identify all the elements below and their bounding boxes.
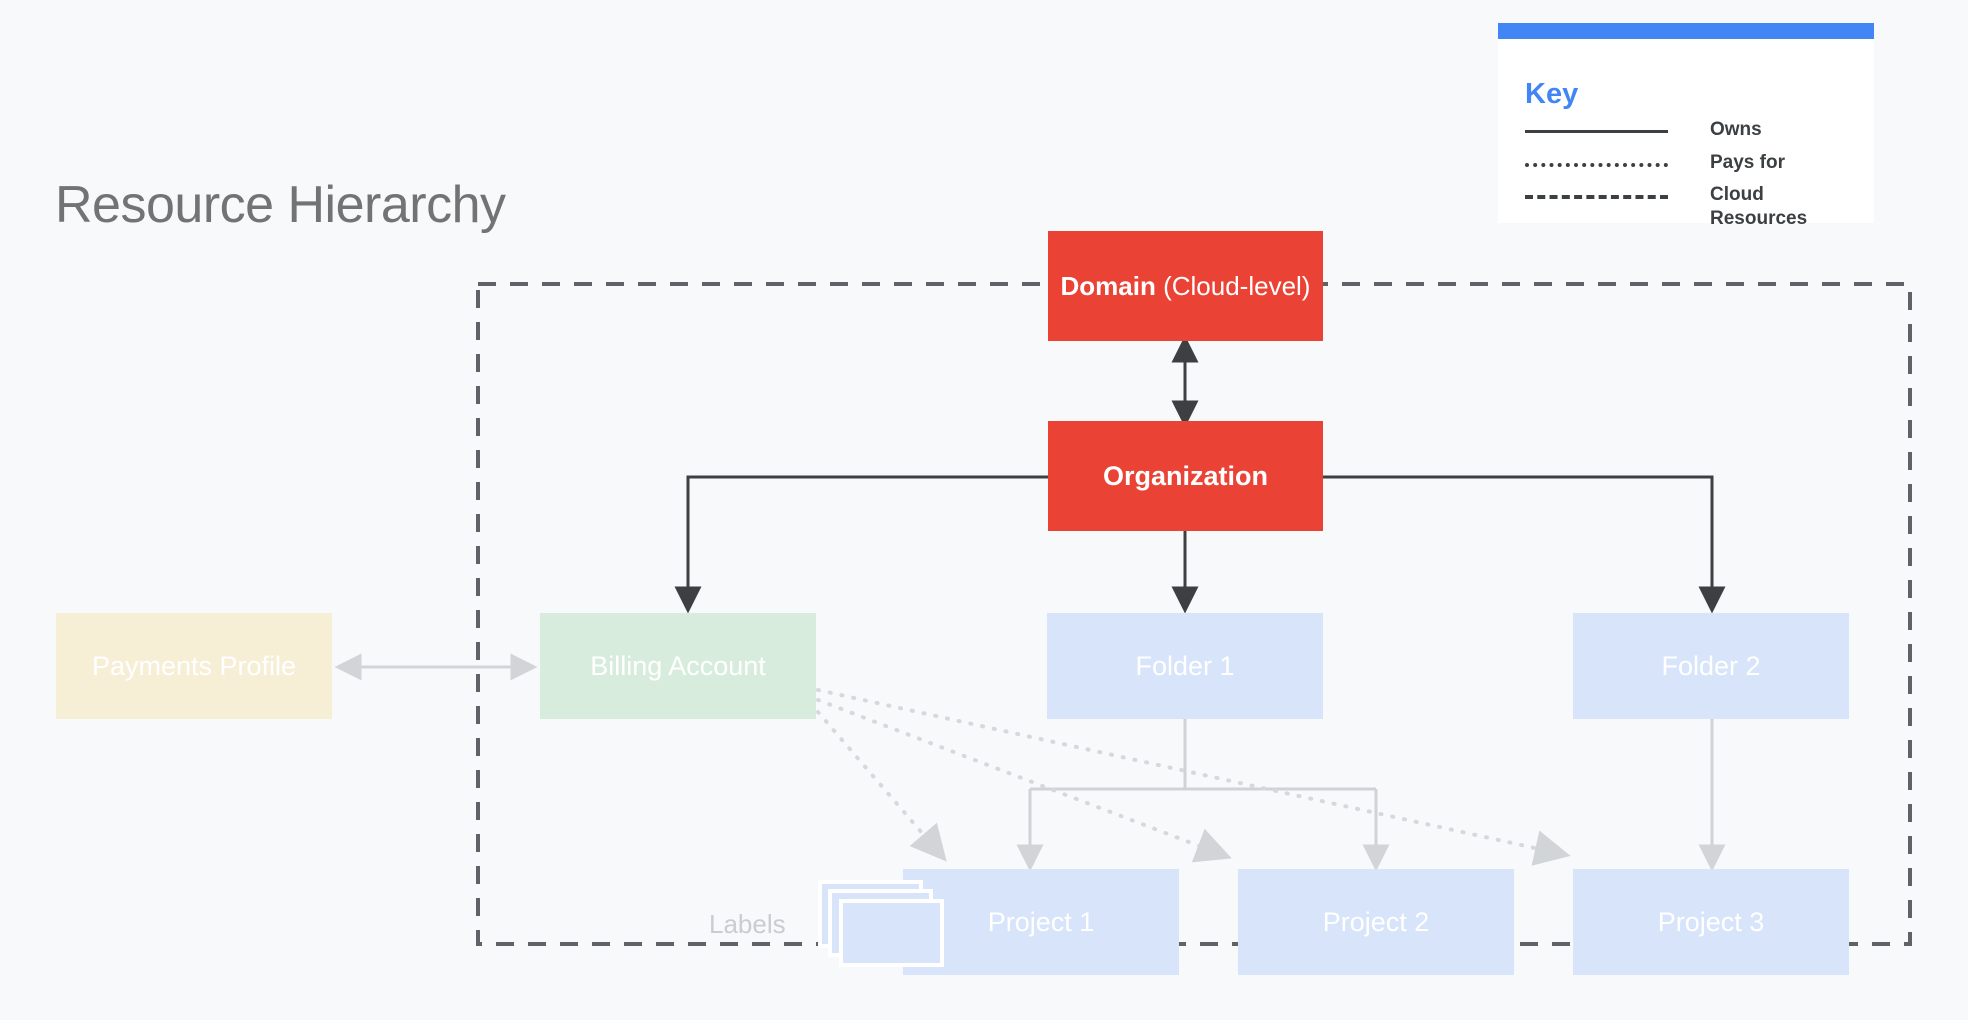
node-organization[interactable]: Organization	[1048, 421, 1323, 531]
edge-organization-folder-2	[1323, 475, 1726, 614]
label-card	[839, 899, 944, 967]
edge-billing-account-project-2	[816, 698, 1232, 863]
node-domain-label: Domain (Cloud-level)	[1061, 271, 1311, 302]
page-title: Resource Hierarchy	[55, 176, 506, 234]
node-domain[interactable]: Domain (Cloud-level)	[1048, 231, 1323, 341]
legend-label-cloud-resources: Cloud Resources	[1710, 184, 1808, 229]
node-organization-label: Organization	[1102, 460, 1268, 491]
node-domain-label-suffix: (Cloud-level)	[1155, 270, 1311, 301]
labels-caption: Labels	[709, 909, 786, 939]
legend-accent-bar	[1498, 23, 1874, 39]
node-domain-label-strong: Domain	[1060, 270, 1156, 301]
legend-row-cloud-resources: Cloud Resources	[1525, 183, 1855, 229]
edge-organization-billing-account	[674, 475, 1048, 614]
node-payments-profile[interactable]: Payments Profile	[56, 613, 332, 719]
dotted-line-icon	[1525, 163, 1668, 167]
node-folder-2-label: Folder 2	[1661, 650, 1761, 681]
node-folder-1[interactable]: Folder 1	[1047, 613, 1323, 719]
legend-panel: Key Owns Pays for Cloud Resources	[1498, 23, 1874, 229]
legend-title: Key	[1525, 78, 1579, 110]
node-project-1[interactable]: Project 1	[903, 869, 1179, 975]
node-billing-account[interactable]: Billing Account	[540, 613, 816, 719]
node-project-2[interactable]: Project 2	[1238, 869, 1514, 975]
node-payments-profile-label: Payments Profile	[91, 650, 297, 681]
node-project-1-label: Project 1	[987, 906, 1095, 937]
node-folder-1-label: Folder 1	[1135, 650, 1235, 681]
node-project-2-label: Project 2	[1322, 906, 1430, 937]
dashed-line-icon	[1525, 195, 1668, 199]
legend-row-owns: Owns	[1525, 118, 1855, 152]
legend-row-pays-for: Pays for	[1525, 151, 1855, 185]
node-project-3[interactable]: Project 3	[1573, 869, 1849, 975]
solid-line-icon	[1525, 130, 1668, 133]
node-folder-2[interactable]: Folder 2	[1573, 613, 1849, 719]
edge-billing-account-project-1	[816, 710, 947, 862]
labels-card-stack[interactable]	[818, 880, 958, 980]
node-project-3-label: Project 3	[1657, 906, 1765, 937]
legend-label-pays-for: Pays for	[1710, 152, 1785, 173]
node-billing-account-label: Billing Account	[590, 650, 766, 681]
legend-label-owns: Owns	[1710, 119, 1762, 140]
